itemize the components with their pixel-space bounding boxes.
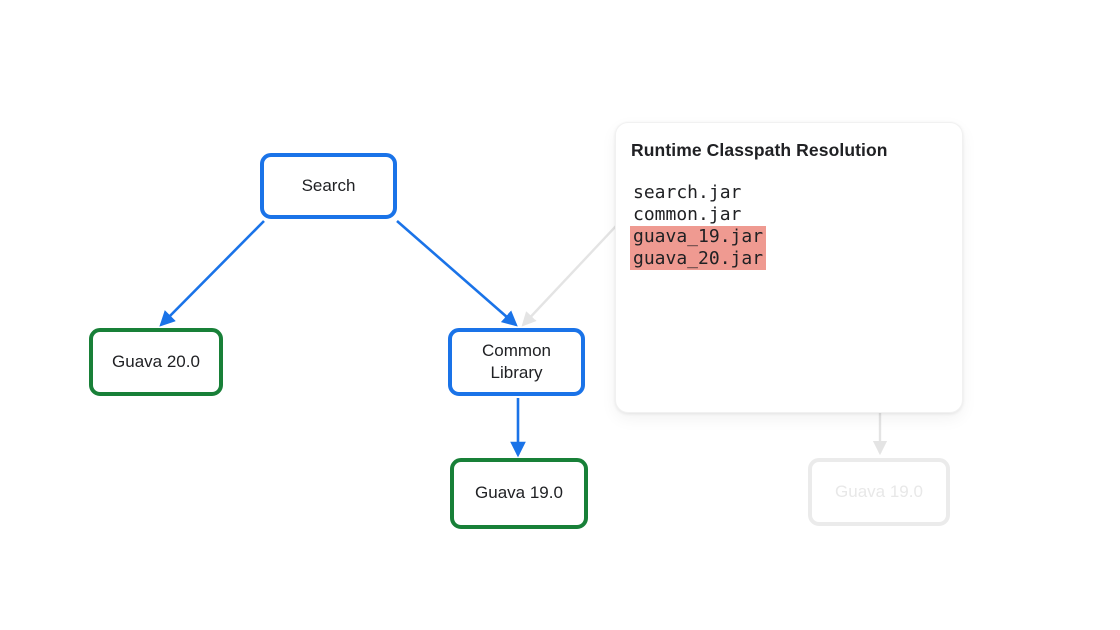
node-guava-20: Guava 20.0 — [89, 328, 223, 396]
classpath-entry: search.jar — [633, 182, 742, 203]
node-guava-19-resolved-faded: Guava 19.0 — [808, 458, 950, 526]
classpath-entry: guava_20.jar — [630, 248, 767, 270]
node-common-library-label: Common Library — [482, 340, 551, 382]
node-guava-19-label: Guava 19.0 — [475, 483, 563, 503]
node-guava-20-label: Guava 20.0 — [112, 351, 200, 371]
node-guava-19-faded-label: Guava 19.0 — [835, 481, 923, 501]
node-guava-19: Guava 19.0 — [450, 458, 588, 529]
node-common-library: Common Library — [448, 328, 585, 396]
node-search: Search — [260, 153, 397, 219]
arrow-search-to-guava20 — [159, 220, 265, 327]
classpath-entry: guava_19.jar — [630, 226, 767, 248]
arrow-search-to-common-library — [396, 220, 518, 327]
node-search-label: Search — [301, 175, 356, 195]
card-title: Runtime Classpath Resolution — [631, 140, 888, 160]
classpath-entry: common.jar — [633, 204, 742, 225]
